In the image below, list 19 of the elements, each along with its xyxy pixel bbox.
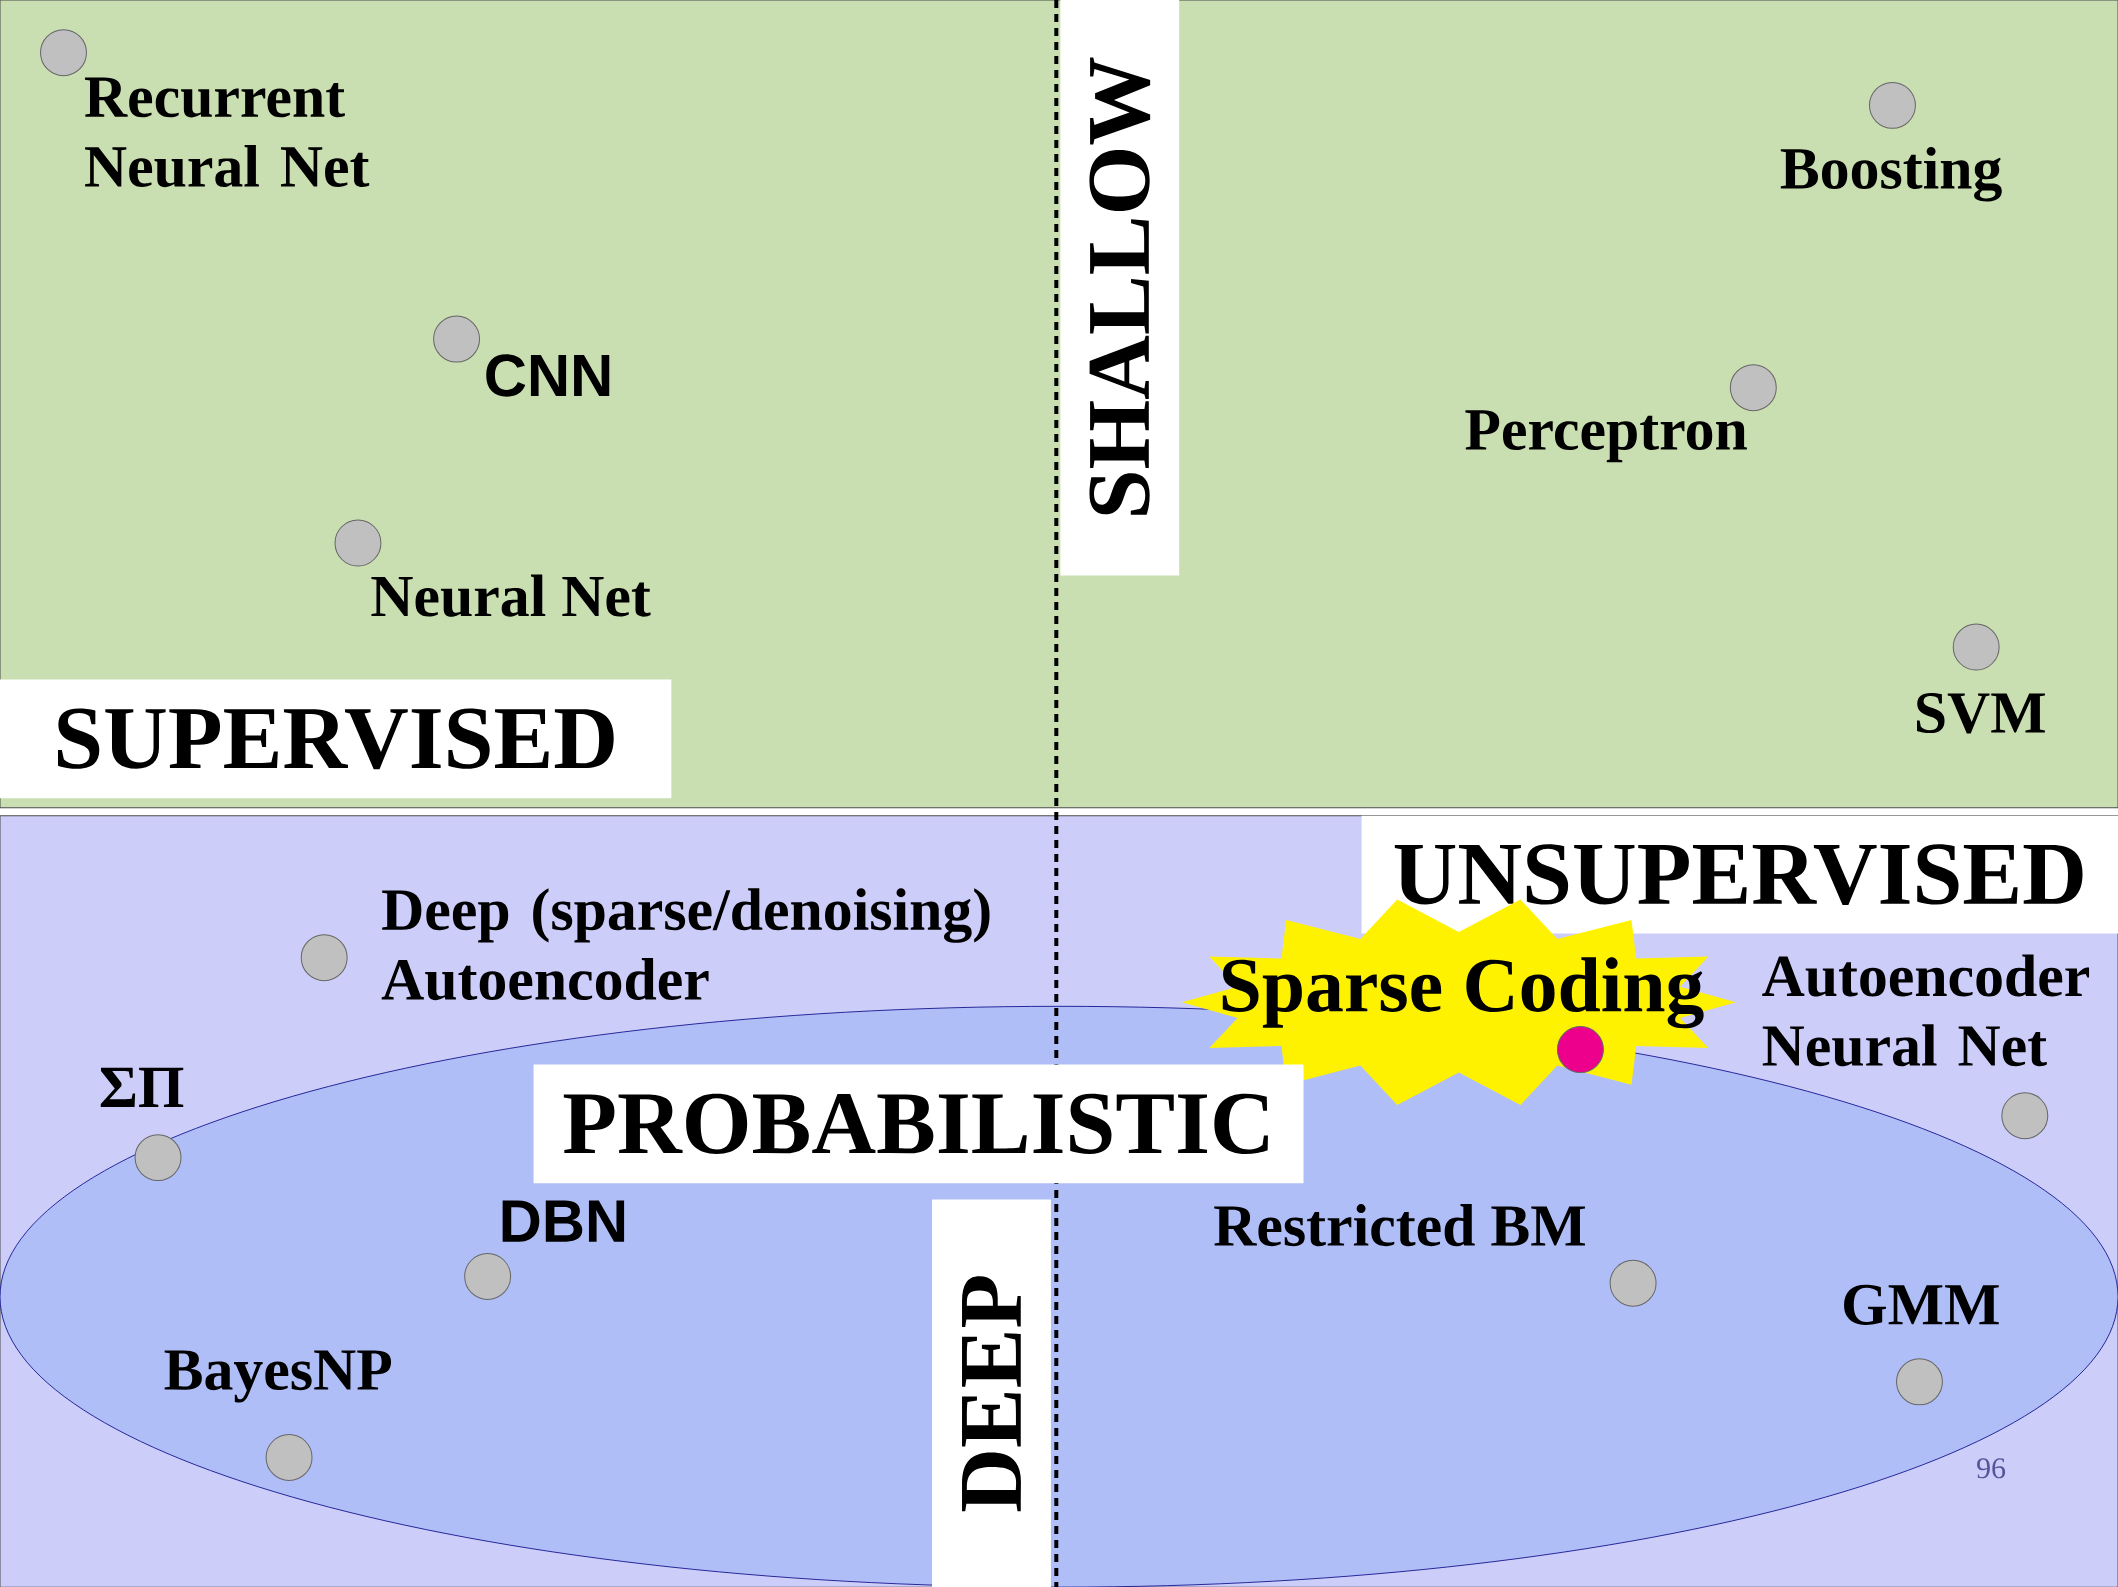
method-label: SVM — [1917, 692, 2045, 734]
method-label: Restricted BM — [1214, 1204, 1585, 1247]
page-number: 96 — [1977, 1458, 2006, 1479]
category-label: SUPERVISED — [0, 679, 672, 799]
method-label: Neural Net — [371, 574, 651, 617]
method-label: CNN — [486, 354, 610, 397]
method-label: Boosting — [1780, 146, 2002, 202]
category-label: UNSUPERVISED — [1361, 815, 2118, 934]
method-label: Autoencoder Neural Net — [1762, 954, 2090, 1067]
category-label: PROBABILISTIC — [533, 1064, 1304, 1184]
method-label: BayesNP — [164, 1350, 392, 1403]
category-label: SHALLOW — [1060, 0, 1180, 576]
method-label: Perceptron — [1465, 410, 1747, 463]
method-label: ΣΠ — [100, 1067, 184, 1107]
method-label: Deep (sparse/denoising) Autoencoder — [381, 888, 990, 1001]
method-label: DBN — [502, 1200, 625, 1242]
method-label: GMM — [1844, 1284, 1999, 1325]
method-label: Recurrent Neural Net — [84, 77, 370, 188]
category-label: DEEP — [932, 1199, 1051, 1587]
